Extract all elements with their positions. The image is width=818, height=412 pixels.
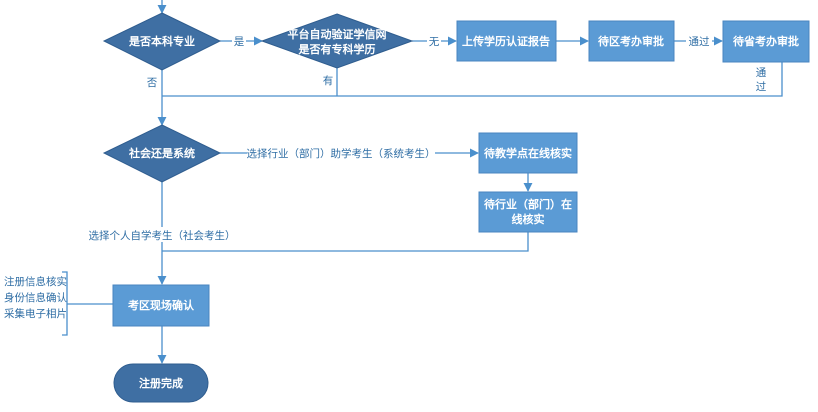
note-item-3: 采集电子相片 bbox=[4, 307, 67, 320]
edge-industry-back bbox=[162, 232, 529, 252]
edge-label-has: 有 bbox=[323, 74, 334, 87]
label-registration-done: 注册完成 bbox=[139, 376, 183, 390]
label-is-bachelor: 是否本科专业 bbox=[128, 34, 195, 48]
note-item-2: 身份信息确认 bbox=[4, 291, 67, 304]
edge-label-approved-1: 通过 bbox=[689, 35, 710, 48]
decision-social-or-system bbox=[102, 124, 222, 183]
bg-yes bbox=[232, 33, 246, 48]
process-onsite-confirm bbox=[112, 284, 210, 327]
label-upload-report: 上传学历认证报告 bbox=[462, 34, 550, 48]
edge-label-system-candidate: 选择行业（部门）助学考生（系统考生） bbox=[247, 147, 436, 160]
label-onsite-confirm: 考区现场确认 bbox=[128, 298, 195, 312]
label-province-review: 待省考办审批 bbox=[732, 34, 799, 48]
bg-social-candidate bbox=[86, 227, 238, 242]
process-industry-verify bbox=[478, 191, 578, 233]
edge-label-approved-2-2: 过 bbox=[756, 80, 767, 93]
label-industry-verify-2: 线核实 bbox=[512, 212, 545, 226]
edge-label-none: 无 bbox=[429, 36, 440, 48]
edge-label-no: 否 bbox=[147, 77, 158, 89]
decision-verify-chsi bbox=[260, 13, 414, 69]
decision-is-bachelor bbox=[102, 12, 222, 71]
bg-approved-1 bbox=[686, 33, 712, 48]
terminal-registration-done bbox=[113, 363, 209, 403]
bg-approved-2 bbox=[753, 66, 777, 94]
label-district-review: 待区考办审批 bbox=[597, 34, 664, 48]
bg-system-candidate bbox=[247, 145, 435, 160]
edge-approved-2 bbox=[162, 62, 783, 97]
process-upload-report bbox=[456, 20, 557, 62]
process-district-review bbox=[588, 20, 675, 62]
label-verify-chsi-2: 是否有专科学历 bbox=[298, 42, 376, 56]
edge-label-social-candidate: 选择个人自学考生（社会考生） bbox=[89, 229, 236, 242]
process-province-review bbox=[722, 20, 810, 63]
note-item-1: 注册信息核实 bbox=[4, 275, 67, 288]
label-industry-verify-1: 待行业（部门）在 bbox=[483, 197, 572, 211]
label-teaching-point-verify: 待教学点在线核实 bbox=[483, 146, 572, 160]
bg-none bbox=[427, 33, 441, 48]
process-teaching-point-verify bbox=[478, 132, 578, 174]
label-verify-chsi-1: 平台自动验证学信网 bbox=[288, 27, 387, 41]
label-social-or-system: 社会还是系统 bbox=[128, 146, 195, 160]
edge-label-yes: 是 bbox=[234, 36, 245, 48]
edge-label-approved-2-1: 通 bbox=[756, 67, 767, 79]
